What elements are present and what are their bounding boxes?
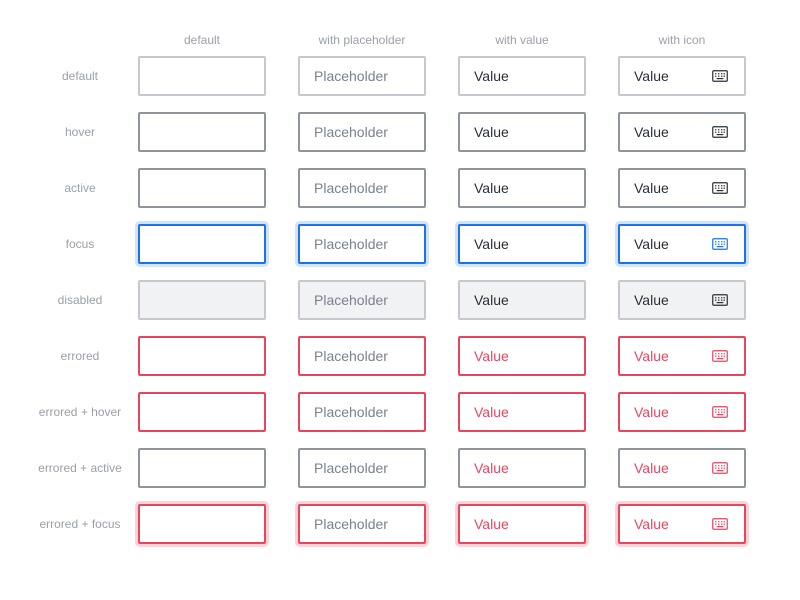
- row-label-active: active: [64, 181, 96, 195]
- placeholder-text: Placeholder: [314, 404, 388, 420]
- input-disabled-icon: Value: [618, 280, 746, 320]
- placeholder-text: Placeholder: [314, 124, 388, 140]
- input-errored-hover-icon[interactable]: Value: [618, 392, 746, 432]
- input-disabled-empty: [138, 280, 266, 320]
- placeholder-text: Placeholder: [314, 236, 388, 252]
- placeholder-text: Placeholder: [314, 68, 388, 84]
- input-default-value[interactable]: Value: [458, 56, 586, 96]
- input-active-empty[interactable]: [138, 168, 266, 208]
- value-text: Value: [634, 236, 669, 252]
- input-errored-hover-placeholder[interactable]: Placeholder: [298, 392, 426, 432]
- input-default-empty[interactable]: [138, 56, 266, 96]
- keyboard-icon: [712, 294, 728, 306]
- input-hover-icon[interactable]: Value: [618, 112, 746, 152]
- value-text: Value: [474, 292, 509, 308]
- value-text: Value: [634, 68, 669, 84]
- input-errored-active-empty[interactable]: [138, 448, 266, 488]
- input-hover-value[interactable]: Value: [458, 112, 586, 152]
- input-focus-value[interactable]: Value: [458, 224, 586, 264]
- value-text: Value: [474, 516, 509, 532]
- keyboard-icon: [712, 406, 728, 418]
- input-errored-empty[interactable]: [138, 336, 266, 376]
- input-active-icon[interactable]: Value: [618, 168, 746, 208]
- keyboard-icon: [712, 350, 728, 362]
- row-label-default: default: [61, 69, 99, 83]
- keyboard-icon: [712, 462, 728, 474]
- value-text: Value: [634, 460, 669, 476]
- column-header-with-value: with value: [495, 33, 549, 47]
- value-text: Value: [474, 236, 509, 252]
- row-label-focus: focus: [65, 237, 95, 251]
- placeholder-text: Placeholder: [314, 180, 388, 196]
- keyboard-icon: [712, 238, 728, 250]
- column-header-with-icon: with icon: [658, 33, 706, 47]
- input-errored-focus-placeholder[interactable]: Placeholder: [298, 504, 426, 544]
- value-text: Value: [634, 404, 669, 420]
- input-errored-focus-empty[interactable]: [138, 504, 266, 544]
- input-errored-placeholder[interactable]: Placeholder: [298, 336, 426, 376]
- value-text: Value: [474, 404, 509, 420]
- column-header-with-placeholder: with placeholder: [318, 33, 406, 47]
- input-errored-focus-icon[interactable]: Value: [618, 504, 746, 544]
- value-text: Value: [634, 516, 669, 532]
- input-hover-empty[interactable]: [138, 112, 266, 152]
- row-label-errored: errored: [60, 349, 100, 363]
- placeholder-text: Placeholder: [314, 460, 388, 476]
- value-text: Value: [634, 292, 669, 308]
- input-errored-icon[interactable]: Value: [618, 336, 746, 376]
- input-active-placeholder[interactable]: Placeholder: [298, 168, 426, 208]
- input-disabled-placeholder: Placeholder: [298, 280, 426, 320]
- input-default-placeholder[interactable]: Placeholder: [298, 56, 426, 96]
- input-errored-hover-empty[interactable]: [138, 392, 266, 432]
- value-text: Value: [474, 68, 509, 84]
- input-errored-value[interactable]: Value: [458, 336, 586, 376]
- input-focus-icon[interactable]: Value: [618, 224, 746, 264]
- value-text: Value: [634, 348, 669, 364]
- column-header-default: default: [183, 33, 221, 47]
- input-active-value[interactable]: Value: [458, 168, 586, 208]
- input-errored-active-value[interactable]: Value: [458, 448, 586, 488]
- placeholder-text: Placeholder: [314, 348, 388, 364]
- keyboard-icon: [712, 126, 728, 138]
- input-errored-active-placeholder[interactable]: Placeholder: [298, 448, 426, 488]
- input-errored-active-icon[interactable]: Value: [618, 448, 746, 488]
- input-hover-placeholder[interactable]: Placeholder: [298, 112, 426, 152]
- input-errored-focus-value[interactable]: Value: [458, 504, 586, 544]
- row-label-errored-active: errored + active: [38, 461, 122, 475]
- row-label-disabled: disabled: [57, 293, 103, 307]
- placeholder-text: Placeholder: [314, 516, 388, 532]
- row-label-errored-hover: errored + hover: [38, 405, 122, 419]
- keyboard-icon: [712, 518, 728, 530]
- input-default-icon[interactable]: Value: [618, 56, 746, 96]
- row-label-errored-focus: errored + focus: [39, 517, 121, 531]
- value-text: Value: [634, 180, 669, 196]
- keyboard-icon: [712, 70, 728, 82]
- row-label-hover: hover: [64, 125, 96, 139]
- input-focus-placeholder[interactable]: Placeholder: [298, 224, 426, 264]
- placeholder-text: Placeholder: [314, 292, 388, 308]
- value-text: Value: [474, 460, 509, 476]
- value-text: Value: [474, 180, 509, 196]
- input-errored-hover-value[interactable]: Value: [458, 392, 586, 432]
- value-text: Value: [474, 348, 509, 364]
- input-disabled-value: Value: [458, 280, 586, 320]
- input-focus-empty[interactable]: [138, 224, 266, 264]
- value-text: Value: [634, 124, 669, 140]
- value-text: Value: [474, 124, 509, 140]
- keyboard-icon: [712, 182, 728, 194]
